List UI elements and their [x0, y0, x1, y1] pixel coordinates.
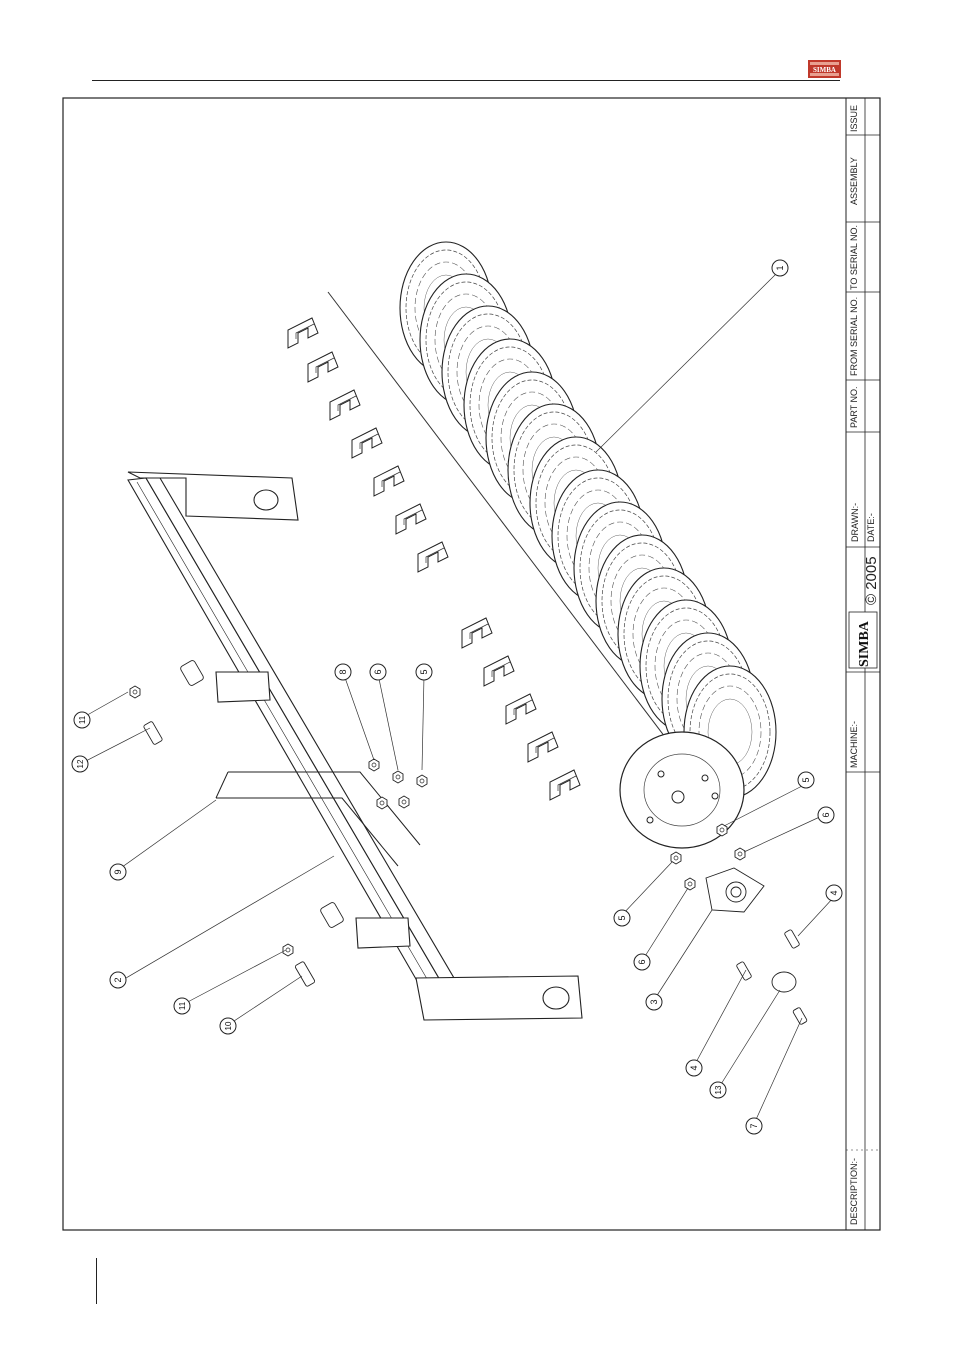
svg-text:5: 5 [617, 915, 627, 920]
from-serial-label: FROM SERIAL NO. [849, 297, 859, 376]
drawn-label: DRAWN:- [850, 503, 860, 542]
svg-text:10: 10 [224, 1021, 233, 1030]
callout-7: 7 [746, 1118, 762, 1134]
svg-text:2: 2 [113, 977, 123, 982]
callout-3: 3 [646, 994, 662, 1010]
svg-text:6: 6 [821, 812, 831, 817]
svg-text:13: 13 [714, 1085, 723, 1094]
machine-label: MACHINE:- [849, 721, 859, 768]
title-block-logo: SIMBA [849, 612, 877, 668]
callout-2: 2 [110, 972, 126, 988]
callout-1: 1 [772, 260, 788, 276]
svg-text:12: 12 [76, 759, 85, 768]
svg-text:8: 8 [338, 669, 348, 674]
svg-text:4: 4 [829, 890, 839, 895]
date-label: DATE:- [866, 513, 876, 542]
assembly-label: ASSEMBLY [849, 157, 859, 205]
callout-5-c: 5 [416, 664, 432, 680]
svg-text:3: 3 [649, 999, 659, 1004]
callout-5-b: 5 [614, 910, 630, 926]
callout-6-a: 6 [818, 807, 834, 823]
callout-8: 8 [335, 664, 351, 680]
callout-5-a: 5 [798, 772, 814, 788]
callout-6-c: 6 [370, 664, 386, 680]
svg-text:9: 9 [113, 869, 123, 874]
part-no-label: PART NO. [849, 386, 859, 428]
callout-11-b: 11 [174, 998, 190, 1014]
callout-11-a: 11 [74, 712, 90, 728]
callout-4-b: 4 [686, 1060, 702, 1076]
callout-12: 12 [72, 756, 88, 772]
roller-assembly [288, 242, 776, 848]
svg-text:11: 11 [178, 1001, 187, 1010]
callout-9: 9 [110, 864, 126, 880]
svg-text:6: 6 [637, 959, 647, 964]
frame-beam [128, 472, 582, 1020]
svg-text:7: 7 [749, 1123, 759, 1128]
svg-text:6: 6 [373, 669, 383, 674]
callout-13: 13 [710, 1082, 726, 1098]
callout-4-a: 4 [826, 885, 842, 901]
title-block-logo-text: SIMBA [857, 620, 872, 667]
callout-6-b: 6 [634, 954, 650, 970]
svg-text:11: 11 [78, 715, 87, 724]
svg-text:4: 4 [689, 1065, 699, 1070]
copyright-text: © 2005 [863, 556, 880, 605]
callout-10: 10 [220, 1018, 236, 1034]
svg-text:5: 5 [801, 777, 811, 782]
to-serial-label: TO SERIAL NO. [849, 225, 859, 290]
issue-label: ISSUE [849, 105, 859, 132]
description-label: DESCRIPTION:- [849, 1158, 859, 1225]
svg-text:1: 1 [775, 265, 785, 270]
svg-text:5: 5 [419, 669, 429, 674]
